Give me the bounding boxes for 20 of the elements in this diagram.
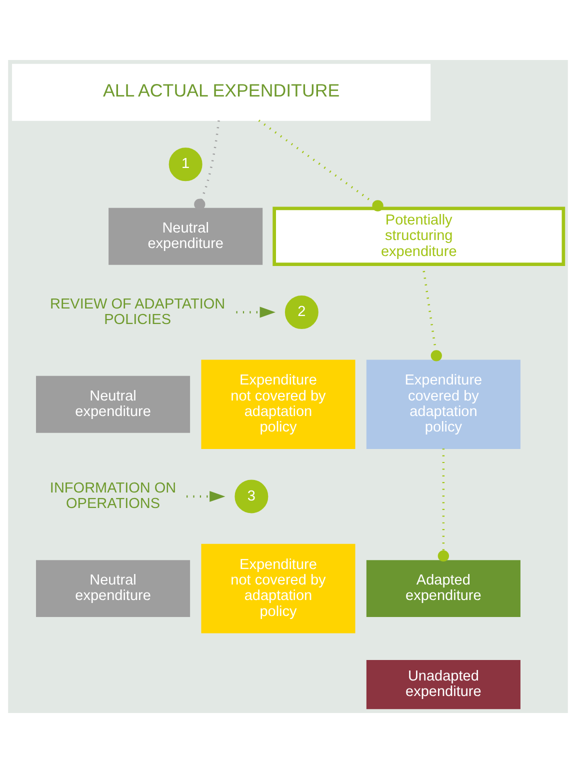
node-box: Neutral expenditure	[108, 208, 263, 265]
node-box: Neutral expenditure	[36, 376, 190, 433]
node-text: REVIEW OF ADAPTATION POLICIES	[50, 296, 226, 328]
node-box: Neutral expenditure	[36, 560, 190, 617]
node-circle: 2	[284, 296, 318, 330]
arrow	[186, 490, 226, 502]
node-box: ALL ACTUAL EXPENDITURE	[12, 64, 431, 121]
node-box: Adapted expenditure	[366, 560, 520, 617]
node-circle: 3	[234, 480, 268, 514]
node-text: INFORMATION ON OPERATIONS	[50, 480, 176, 512]
connector	[438, 448, 450, 562]
node-box: Expenditure not covered by adaptation policy	[201, 360, 356, 449]
node-circle: 1	[168, 148, 202, 182]
node-box: Expenditure covered by adaptation policy	[366, 360, 520, 449]
arrow	[236, 306, 276, 318]
connector	[258, 120, 384, 212]
connector	[194, 120, 220, 210]
node-box: Potentially structuring expenditure	[272, 206, 566, 266]
node-box: Unadapted expenditure	[366, 660, 520, 710]
node-box: Expenditure not covered by adaptation policy	[201, 544, 356, 634]
